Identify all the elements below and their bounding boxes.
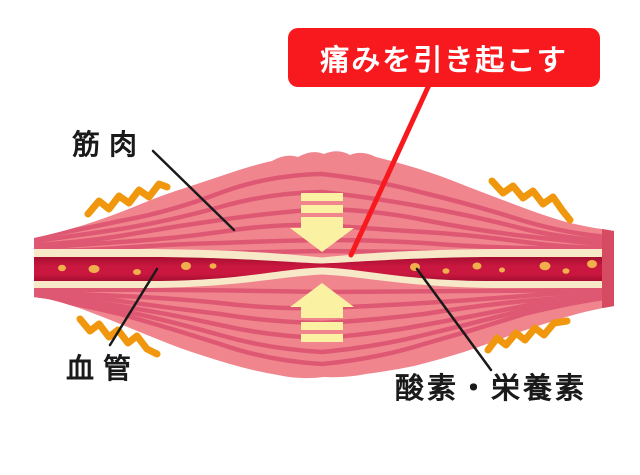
nutrients-pointer-line [415,267,493,372]
pointer-lines [108,82,493,372]
nutrient-dot [562,268,570,274]
striation-line [34,189,613,244]
striation-line [34,171,613,240]
tension-squiggle-icon [84,180,171,218]
oxygen-nutrients-label: 酸素・栄養素 [395,371,588,405]
nutrient-dot [539,261,551,271]
pain-callout-line [348,82,432,258]
blood-vessel-label: 血管 [66,352,141,385]
nutrient-dots [58,260,597,275]
nutrient-dot [209,263,217,269]
striation-line [34,293,613,355]
striation-line [34,294,613,367]
blood-vessel [34,228,614,308]
pressure-arrow-up-icon [290,283,354,342]
nutrient-dot [472,262,482,270]
pain-callout-label: 痛みを引き起こす [320,42,568,77]
nutrient-dot [133,269,141,275]
pressure-arrow-down-icon [290,193,354,252]
vessel-pointer-line [108,267,159,347]
nutrient-dot [58,264,66,272]
pressure-arrows [290,193,354,342]
tension-squiggle-icon [488,177,574,224]
muscle-end-cap [602,228,614,308]
nutrient-dot [587,260,597,268]
nutrient-dot [181,262,191,270]
nutrient-dot [442,268,450,274]
nutrient-dot [499,267,505,273]
pain-callout-banner: 痛みを引き起こす [288,28,600,87]
muscle-pointer-line [151,149,236,232]
vessel-lumen [34,257,614,281]
tension-squiggle-icon [484,317,571,354]
nutrient-dot [88,265,100,273]
muscle-label: 筋肉 [72,128,147,161]
